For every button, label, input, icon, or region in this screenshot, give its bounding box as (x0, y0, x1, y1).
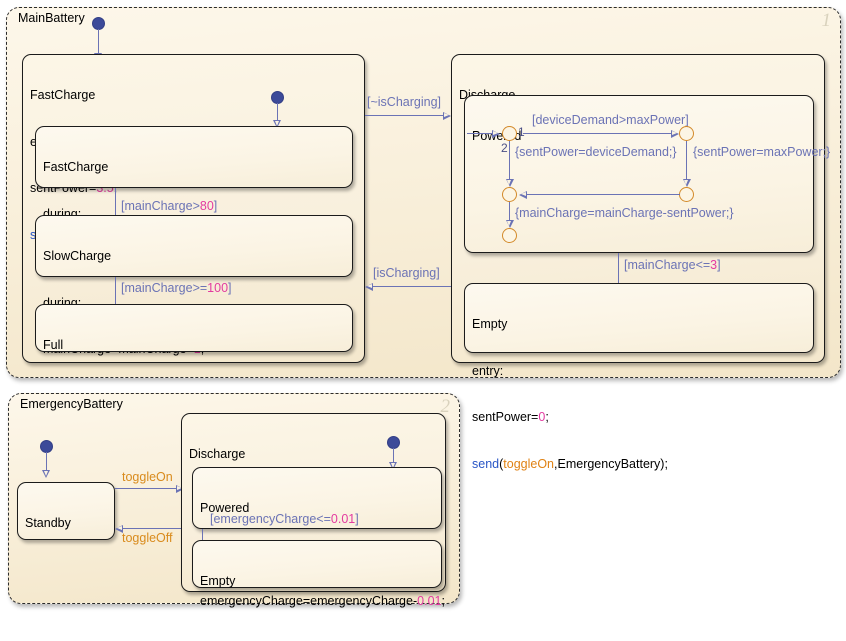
chart-number-emergencybattery: 2 (440, 396, 451, 417)
transition-entry-to-junction-a[interactable] (467, 133, 495, 135)
arrowhead-down-icon (505, 220, 514, 228)
state-slowcharge[interactable]: SlowCharge during: mainCharge=mainCharge… (35, 215, 353, 356)
transition-powered-to-empty[interactable] (618, 253, 620, 295)
arrowhead-right-icon (176, 484, 184, 493)
chart-title-emergencybattery: EmergencyBattery (20, 397, 123, 411)
junction-order-1: 1 (518, 125, 525, 139)
state-label-empty-emergency: Empty (200, 543, 235, 621)
state-name-empty: Empty (472, 317, 508, 331)
state-empty[interactable]: Empty entry: sentPower=0; send(toggleOn,… (464, 283, 814, 471)
state-label-standby: Standby (25, 485, 71, 563)
transition-slowcharge-to-full[interactable] (115, 277, 117, 317)
transition-label-maincharge-sentpower: {mainCharge=mainCharge-sentPower;} (515, 206, 734, 220)
transition-standby-to-discharge[interactable] (115, 488, 179, 490)
state-fastcharge-super[interactable]: FastCharge entry: sentPower=3.5; send(to… (22, 54, 365, 363)
default-transition-stem (392, 448, 394, 463)
arrowhead-right-icon (443, 111, 451, 120)
state-name-slowcharge: SlowCharge (43, 249, 112, 263)
junction-order-2: 2 (501, 141, 508, 155)
transition-label-slowcharge-to-full: [mainCharge>=100] (121, 281, 232, 295)
arrowhead-down-icon (273, 120, 282, 128)
transition-label-powered-to-empty: [mainCharge<=3] (624, 258, 721, 272)
junction-c[interactable] (502, 187, 517, 202)
state-label-discharge-emergency: Discharge (189, 416, 245, 494)
state-label-full: Full (43, 307, 78, 385)
transition-label-devicedemand: [deviceDemand>maxPower] (532, 113, 689, 127)
transition-junction-b-to-d[interactable] (685, 141, 688, 184)
chart-number-mainbattery: 1 (821, 10, 832, 31)
state-name-empty-emergency: Empty (200, 574, 236, 588)
default-transition-stem (276, 103, 278, 121)
state-name-fastcharge-super: FastCharge (30, 88, 96, 102)
transition-label-sentpower-maxpower: {sentPower=maxPower;} (693, 145, 831, 159)
junction-b[interactable] (679, 126, 694, 141)
arrowhead-right-icon (671, 129, 679, 138)
junction-e[interactable] (502, 228, 517, 243)
state-name-full: Full (43, 338, 64, 352)
transition-label-emergencycharge-threshold: [emergencyCharge<=0.01] (210, 512, 359, 526)
transition-label-toggleoff: toggleOff (122, 531, 173, 545)
junction-d[interactable] (679, 187, 694, 202)
arrowhead-down-icon (389, 462, 398, 470)
transition-discharge-to-charge[interactable] (369, 286, 451, 288)
transition-junction-a-to-c[interactable] (508, 141, 511, 184)
transition-label-ischarging: [isCharging] (373, 266, 440, 280)
transition-junction-a-to-b[interactable] (523, 133, 675, 135)
state-action-send-empty: send(toggleOn,EmergencyBattery); (472, 456, 668, 471)
transition-label-toggleon: toggleOn (122, 470, 173, 484)
state-fastcharge[interactable]: FastCharge during: mainCharge=mainCharge… (35, 126, 353, 267)
state-standby[interactable]: Standby (17, 482, 115, 540)
state-action-sentpower-empty: sentPower=0; (472, 410, 549, 424)
junction-a[interactable] (502, 126, 517, 141)
arrowhead-right-icon (492, 129, 500, 138)
arrowhead-left-icon (365, 282, 373, 291)
arrowhead-left-icon (519, 190, 527, 199)
transition-junction-d-to-c[interactable] (523, 194, 680, 196)
chart-mainbattery[interactable]: MainBattery 1 FastCharge entry: sentPowe… (6, 7, 841, 471)
transition-charge-to-discharge[interactable] (365, 115, 446, 117)
transition-label-sentpower-devicedemand: {sentPower=deviceDemand;} (515, 145, 677, 159)
state-label-empty: Empty entry: sentPower=0; send(toggleOn,… (472, 286, 668, 503)
state-name-discharge-emergency: Discharge (189, 447, 246, 461)
state-entry-keyword-empty: entry: (472, 363, 504, 378)
state-name-fastcharge: FastCharge (43, 160, 109, 174)
state-discharge[interactable]: Discharge Powered 1 2 [deviceDemand>maxP… (451, 54, 830, 471)
arrowhead-down-icon (42, 470, 51, 478)
state-empty-emergency[interactable]: Empty (192, 540, 442, 588)
chart-emergencybattery[interactable]: EmergencyBattery 2 Standby toggleOn togg… (8, 393, 460, 608)
stateflow-canvas: MainBattery 1 FastCharge entry: sentPowe… (6, 7, 841, 608)
state-full[interactable]: Full (35, 304, 353, 352)
transition-label-fastcharge-to-slowcharge: [mainCharge>80] (121, 199, 218, 213)
transition-label-not-ischarging: [~isCharging] (367, 95, 441, 109)
state-discharge-emergency[interactable]: Discharge Powered during: emergencyCharg… (181, 413, 446, 608)
default-transition-stem (45, 452, 47, 471)
chart-title-mainbattery: MainBattery (18, 11, 85, 25)
arrowhead-down-icon (505, 179, 514, 187)
state-name-standby: Standby (25, 516, 71, 530)
state-name-powered-emergency: Powered (200, 501, 250, 515)
state-powered[interactable]: Powered 1 2 [deviceDemand>maxPower] { (464, 95, 830, 253)
arrowhead-left-icon (115, 524, 123, 533)
default-transition-stem (97, 29, 99, 54)
transition-junction-c-to-e[interactable] (508, 202, 511, 225)
transition-discharge-to-standby[interactable] (119, 528, 181, 530)
arrowhead-down-icon (682, 179, 691, 187)
state-action-emergencycharge: emergencyCharge=emergencyCharge-0.01; (200, 594, 445, 608)
